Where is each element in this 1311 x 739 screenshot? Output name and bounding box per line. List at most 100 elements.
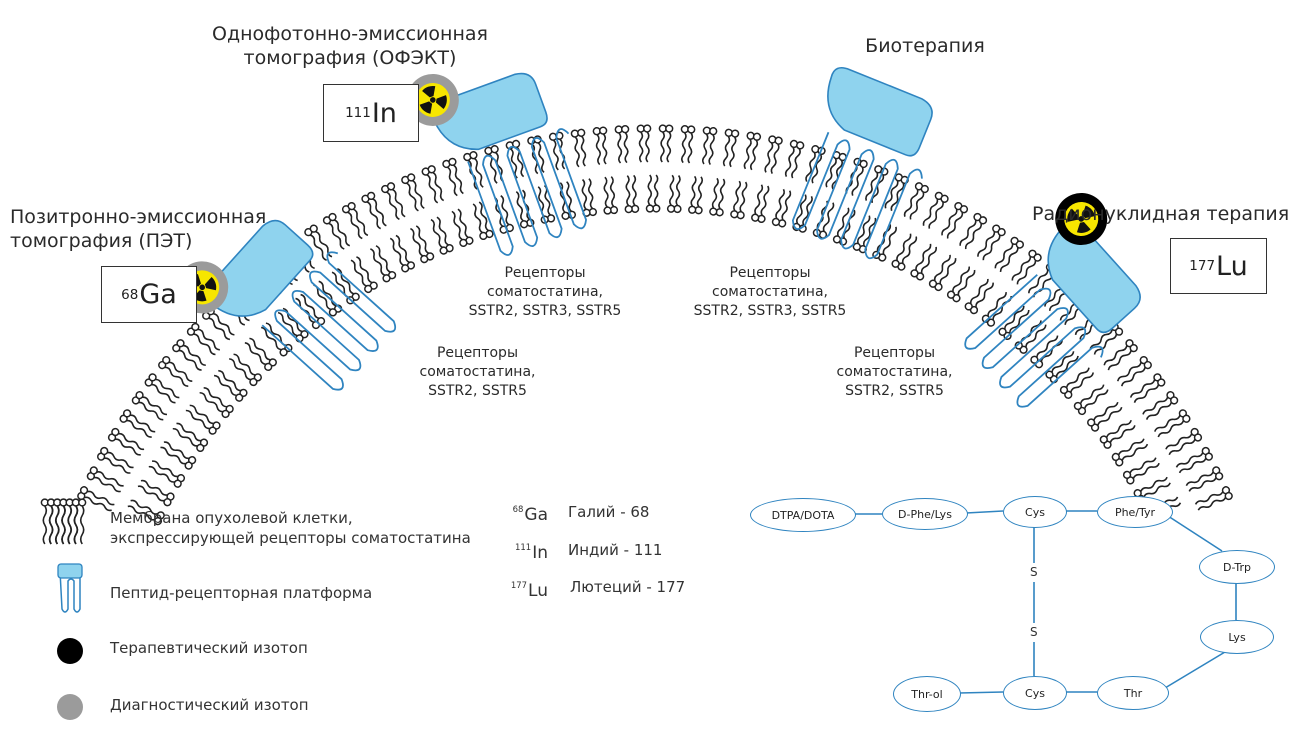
- isotope-legend-in-symbol: 111In: [514, 542, 548, 563]
- lipid-outer-8: [172, 339, 206, 371]
- platform-radionuclide: [964, 192, 1141, 408]
- lipid-outer-58: [1116, 355, 1152, 387]
- lipid-outer-5: [131, 391, 168, 421]
- lipid-outer-48: [959, 212, 988, 250]
- lipid-inner-21: [472, 201, 494, 241]
- lipid-outer-47: [941, 201, 969, 239]
- lipid-inner-31: [688, 175, 704, 215]
- lipid-outer-59: [1129, 373, 1166, 403]
- lipid-inner-33: [730, 180, 748, 220]
- lipid-outer-32: [636, 124, 652, 163]
- lipid-outer-63: [1175, 446, 1214, 474]
- platform-biotherapy: [791, 67, 933, 260]
- lipid-inner-32: [709, 177, 726, 217]
- lipid-inner-15: [350, 256, 378, 294]
- peptide-bonds: [854, 510, 1237, 694]
- lipid-outer-33: [658, 124, 674, 163]
- lipid-outer-41: [825, 151, 847, 190]
- lipid-outer-4: [119, 409, 156, 438]
- lipid-outer-2: [96, 446, 134, 474]
- lipid-outer-1: [86, 466, 124, 493]
- peptide-node-d-phe-lys: D-Phe/Lys: [882, 498, 968, 530]
- lipid-inner-19: [430, 216, 454, 255]
- peptide-bond-5: [1164, 651, 1226, 689]
- legend-membrane-icon: [40, 498, 87, 545]
- lipid-outer-50: [994, 236, 1024, 273]
- lipid-outer-64: [1185, 466, 1224, 492]
- legend-therapeutic-dot: [57, 638, 83, 664]
- lipid-inner-51: [1059, 367, 1095, 399]
- lipid-outer-62: [1165, 427, 1203, 456]
- legend-therapeutic: Терапевтический изотоп: [110, 639, 308, 657]
- lipid-inner-38: [832, 207, 856, 246]
- lipid-outer-45: [903, 182, 929, 220]
- lipid-outer-49: [977, 224, 1006, 261]
- lipid-inner-54: [1099, 419, 1136, 449]
- lipid-outer-39: [784, 139, 805, 179]
- peptide-node-lys: Lys: [1200, 620, 1274, 654]
- isotope-legend-ga-symbol: 68Ga: [512, 504, 548, 525]
- lipid-inner-2: [148, 460, 186, 488]
- isotope-legend-in-name: Индий - 111: [568, 541, 663, 559]
- disulfide-s-upper: S: [1030, 565, 1038, 579]
- lipid-outer-37: [743, 131, 762, 171]
- lipid-inner-0: [127, 499, 165, 526]
- platform-spect-loops: [467, 128, 587, 256]
- peptide-bond-1: [965, 510, 1004, 514]
- lipid-outer-0: [77, 486, 115, 512]
- legend-platform-icon: [57, 563, 83, 613]
- lipid-inner-28: [624, 174, 640, 214]
- lipid-outer-3: [107, 427, 145, 456]
- platform-radionuclide-loops: [964, 274, 1104, 408]
- lipid-outer-40: [805, 145, 826, 184]
- lipid-inner-16: [370, 245, 397, 283]
- peptide-node-cys-bottom: Cys: [1003, 676, 1067, 710]
- lipid-inner-44: [946, 266, 976, 303]
- lipid-inner-45: [964, 278, 994, 315]
- lipid-inner-53: [1087, 401, 1123, 432]
- platform-pet-loops: [261, 251, 397, 391]
- legend-lipid-5: [71, 498, 87, 545]
- lipid-outer-38: [764, 135, 783, 174]
- legend-symbols: [40, 498, 87, 720]
- peptide-node-phe-tyr: Phe/Tyr: [1097, 496, 1173, 528]
- lipid-outer-51: [1011, 249, 1042, 285]
- lipid-outer-9: [186, 322, 220, 356]
- lipid-inner-37: [812, 200, 835, 239]
- lipid-outer-46: [922, 191, 949, 229]
- lipid-inner-4: [172, 422, 209, 453]
- peptide-node-cys-top: Cys: [1003, 496, 1067, 528]
- peptide-node-thr-ol: Thr-ol: [893, 676, 961, 712]
- lipid-outer-6: [144, 373, 180, 404]
- lipid-outer-35: [701, 126, 718, 165]
- lipid-inner-5: [185, 404, 221, 435]
- lipid-inner-9: [244, 337, 277, 372]
- lipid-inner-35: [771, 188, 792, 228]
- lipid-inner-17: [389, 234, 416, 273]
- lipid-outer-31: [614, 125, 630, 164]
- lipid-inner-6: [199, 386, 234, 419]
- lipid-outer-17: [322, 212, 351, 250]
- platform-radionuclide-isotope: [1055, 192, 1108, 245]
- platform-spect: [406, 72, 587, 256]
- lipid-inner-49: [1030, 335, 1064, 369]
- lipid-outer-7: [158, 355, 193, 387]
- lipid-inner-43: [928, 254, 957, 292]
- lipid-outer-34: [680, 125, 696, 164]
- lipid-outer-57: [1103, 339, 1138, 371]
- lipid-inner-27: [603, 176, 619, 215]
- lipid-inner-52: [1073, 384, 1109, 416]
- lipid-inner-34: [751, 184, 770, 224]
- lipid-outer-19: [361, 191, 387, 230]
- peptide-bond-7: [958, 691, 1004, 694]
- legend-diagnostic: Диагностический изотоп: [110, 696, 309, 714]
- lipid-outer-65: [1194, 486, 1233, 511]
